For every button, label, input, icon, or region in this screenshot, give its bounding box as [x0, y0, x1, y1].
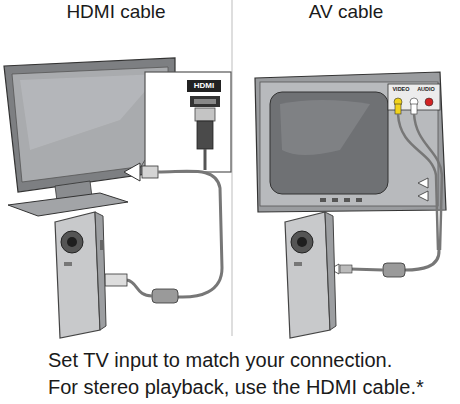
port-panel: VIDEOAUDIO [388, 84, 440, 110]
panel-heading: HDMI cable [0, 1, 232, 23]
jack-label: VIDEO [390, 86, 412, 93]
hdmi-cable [86, 163, 222, 303]
video-camera [285, 212, 336, 338]
port-panel: HDMI [187, 80, 221, 92]
jack-label: AUDIO [414, 86, 438, 93]
port-label: HDMI [187, 81, 221, 90]
video-camera [55, 212, 106, 338]
crt-tv [255, 72, 446, 212]
av-cable [330, 104, 442, 277]
caption-note: Set TV input to match your connection. F… [48, 347, 458, 401]
hdmi-callout [140, 72, 231, 172]
panel-heading: AV cable [232, 1, 460, 23]
